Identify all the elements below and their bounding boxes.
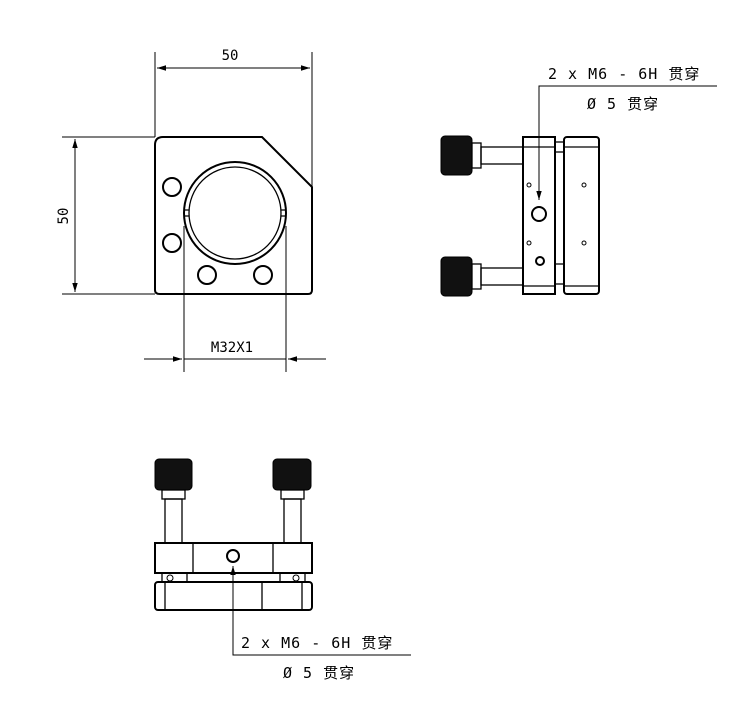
bottom-note-line1: 2 x M6 - 6H 贯穿 (241, 634, 393, 652)
hole-left-bottom (162, 233, 182, 253)
side-through-hole (531, 206, 547, 222)
screw-shaft-bottom (480, 267, 524, 286)
bore-notch-right (281, 209, 286, 217)
screw-shaft-right (283, 498, 302, 544)
width-dimension-label: 50 (222, 48, 239, 64)
central-bore-inner (188, 166, 282, 260)
thread-dimension-label: M32X1 (211, 340, 253, 356)
side-note-line2: Ø 5 贯穿 (587, 95, 659, 113)
side-view: 2 x M6 - 6H 贯穿 Ø 5 贯穿 (440, 65, 717, 297)
central-bore-outer (183, 161, 287, 265)
bottom-view: 2 x M6 - 6H 贯穿 Ø 5 贯穿 (154, 458, 411, 682)
hole-bottom-right (253, 265, 273, 285)
bottom-note-leader (230, 566, 411, 656)
side-note-leader (536, 85, 717, 200)
bottom-note-line2: Ø 5 贯穿 (283, 664, 355, 682)
hole-left-top (162, 177, 182, 197)
screw-shaft-left (164, 498, 183, 544)
hole-bottom-left (197, 265, 217, 285)
screw-shaft-top (480, 146, 524, 165)
bottom-through-hole (226, 549, 240, 563)
bore-notch-left (184, 209, 189, 217)
knob-top (440, 135, 473, 176)
side-note-line1: 2 x M6 - 6H 贯穿 (548, 65, 700, 83)
knob-right (272, 458, 312, 491)
side-back-plate (563, 136, 600, 295)
knob-left (154, 458, 193, 491)
knob-bottom (440, 256, 473, 297)
front-plate-outline (154, 136, 313, 295)
front-view: 50 50 M32X1 (56, 48, 326, 372)
height-dimension-label: 50 (56, 208, 72, 225)
